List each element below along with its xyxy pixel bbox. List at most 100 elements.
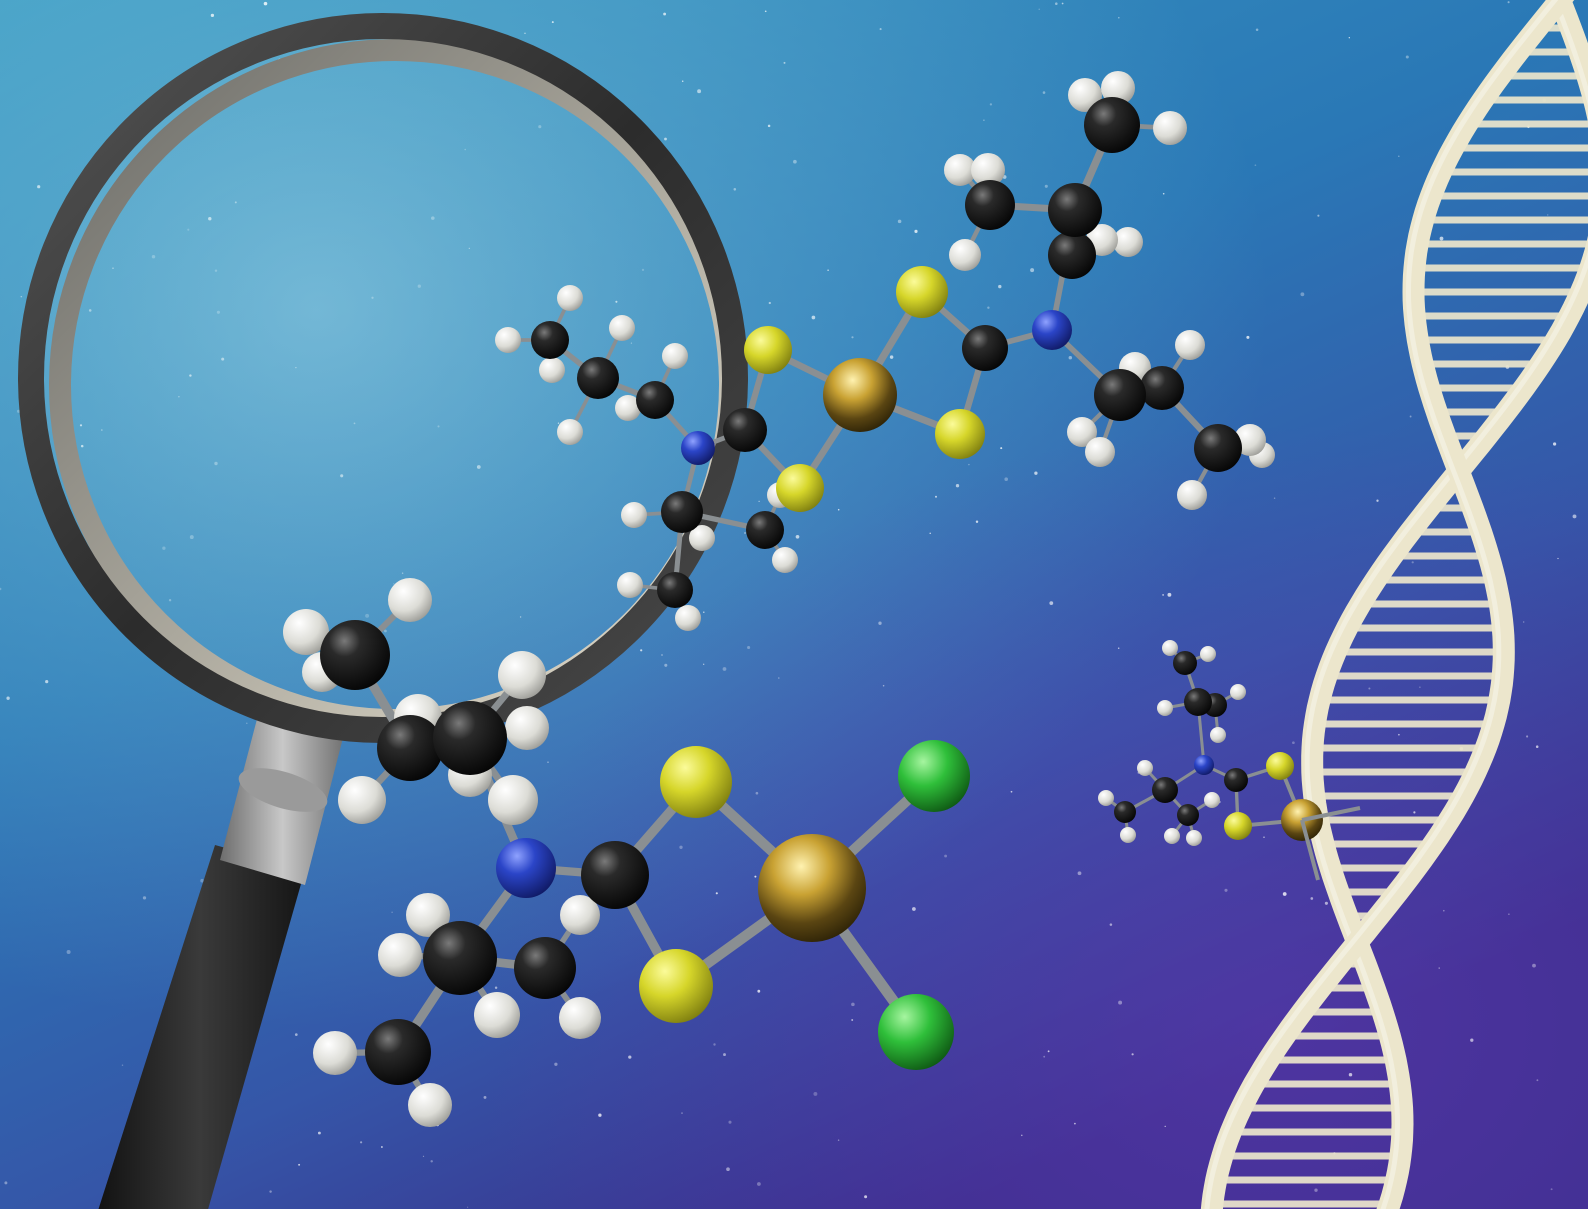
star-speck bbox=[743, 531, 747, 535]
atom-hydrogen bbox=[495, 327, 521, 353]
atom-sulfur bbox=[639, 949, 713, 1023]
star-speck bbox=[795, 534, 800, 539]
atom-hydrogen bbox=[557, 419, 583, 445]
atom-hydrogen bbox=[772, 547, 798, 573]
star-speck bbox=[494, 986, 498, 989]
atom-hydrogen bbox=[1186, 830, 1202, 846]
atom-carbon bbox=[514, 937, 576, 999]
atom-hydrogen bbox=[1098, 790, 1114, 806]
star-speck bbox=[1546, 214, 1549, 216]
star-speck bbox=[1317, 214, 1320, 217]
star-speck bbox=[755, 791, 759, 795]
star-speck bbox=[210, 13, 215, 18]
star-speck bbox=[1034, 471, 1038, 475]
star-speck bbox=[1368, 687, 1371, 690]
magnifier-collar bbox=[238, 768, 328, 812]
star-speck bbox=[1167, 592, 1172, 597]
star-speck bbox=[989, 103, 993, 106]
star-speck bbox=[466, 1206, 469, 1208]
star-speck bbox=[1523, 621, 1525, 623]
atom-hydrogen bbox=[283, 609, 329, 655]
star-speck bbox=[1049, 601, 1054, 605]
atom-hydrogen bbox=[408, 1083, 452, 1127]
star-speck bbox=[778, 677, 780, 679]
star-speck bbox=[547, 761, 549, 763]
atom-hydrogen bbox=[498, 651, 546, 699]
star-speck bbox=[757, 1182, 761, 1186]
star-speck bbox=[121, 1064, 124, 1066]
star-speck bbox=[1068, 355, 1073, 360]
star-speck bbox=[827, 269, 829, 271]
atom-carbon bbox=[965, 180, 1015, 230]
star-speck bbox=[1413, 811, 1416, 814]
atom-hydrogen bbox=[689, 525, 715, 551]
atom-hydrogen bbox=[1164, 828, 1180, 844]
dna-strand-highlight bbox=[1304, 0, 1588, 1209]
star-speck bbox=[767, 124, 771, 128]
molecules-layer bbox=[283, 71, 1361, 1127]
atom-hydrogen bbox=[662, 343, 688, 369]
atom-carbon bbox=[531, 321, 569, 359]
star-speck bbox=[1438, 967, 1440, 969]
magnifying-glass bbox=[18, 13, 748, 1209]
star-speck bbox=[664, 663, 668, 667]
star-speck bbox=[263, 1, 268, 6]
atom-carbon bbox=[1184, 688, 1212, 716]
atom-hydrogen bbox=[557, 285, 583, 311]
atom-carbon bbox=[661, 491, 703, 533]
bond-to-dna bbox=[1300, 819, 1320, 881]
star-speck bbox=[758, 500, 760, 502]
atom-hydrogen bbox=[1068, 78, 1102, 112]
dna-strand-a bbox=[1301, 0, 1588, 1209]
atom-nitrogen bbox=[681, 431, 715, 465]
star-speck bbox=[1042, 91, 1046, 94]
atom-carbon bbox=[1048, 183, 1102, 237]
atom-hydrogen bbox=[1162, 640, 1178, 656]
star-speck bbox=[723, 1053, 726, 1057]
atom-hydrogen bbox=[1120, 827, 1136, 843]
dna-double-helix bbox=[1200, 0, 1588, 1209]
star-speck bbox=[703, 663, 705, 665]
star-speck bbox=[864, 1195, 868, 1199]
atom-carbon bbox=[1084, 97, 1140, 153]
star-speck bbox=[679, 845, 683, 849]
atom-carbon bbox=[377, 715, 443, 781]
star-speck bbox=[681, 80, 684, 82]
bond-to-dna bbox=[1301, 806, 1361, 822]
star-speck bbox=[298, 1163, 301, 1166]
star-speck bbox=[142, 896, 147, 900]
star-speck bbox=[968, 463, 970, 466]
atom-hydrogen bbox=[971, 153, 1005, 187]
star-speck bbox=[1131, 1053, 1134, 1056]
molecule-upper-complex bbox=[495, 71, 1275, 631]
atom-chlorine bbox=[878, 994, 954, 1070]
star-speck bbox=[317, 1131, 321, 1135]
atom-hydrogen bbox=[617, 572, 643, 598]
star-speck bbox=[747, 645, 751, 650]
star-speck bbox=[754, 875, 757, 878]
atom-carbon bbox=[1114, 801, 1136, 823]
star-speck bbox=[1038, 8, 1040, 10]
star-speck bbox=[1263, 836, 1265, 838]
star-speck bbox=[4, 1181, 8, 1185]
star-speck bbox=[715, 892, 718, 895]
atom-hydrogen bbox=[560, 895, 600, 935]
star-speck bbox=[1552, 442, 1557, 446]
star-speck bbox=[1043, 1055, 1046, 1058]
star-speck bbox=[1118, 1000, 1123, 1005]
star-speck bbox=[851, 336, 854, 339]
star-speck bbox=[269, 1190, 272, 1193]
star-speck bbox=[628, 1055, 632, 1059]
atom-hydrogen bbox=[474, 992, 520, 1038]
star-speck bbox=[935, 495, 937, 498]
star-speck bbox=[837, 1139, 840, 1141]
star-speck bbox=[664, 137, 667, 141]
star-speck bbox=[0, 587, 2, 591]
atom-hydrogen bbox=[338, 776, 386, 824]
atom-hydrogen bbox=[1177, 480, 1207, 510]
star-speck bbox=[1557, 557, 1559, 560]
atom-carbon bbox=[577, 357, 619, 399]
star-speck bbox=[878, 621, 882, 625]
atom-sulfur bbox=[660, 746, 732, 818]
